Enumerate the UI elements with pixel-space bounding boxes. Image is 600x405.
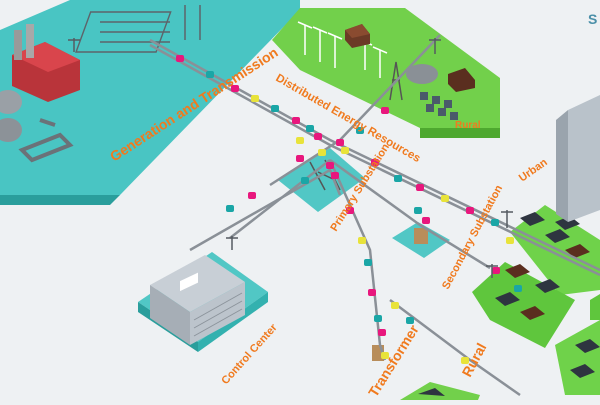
house-icon bbox=[345, 24, 370, 48]
wind-turbines-icon bbox=[297, 21, 388, 78]
control-center-building-icon bbox=[150, 255, 245, 345]
connection-node bbox=[381, 107, 389, 114]
connection-node bbox=[414, 207, 422, 214]
power-line-segment bbox=[389, 299, 521, 397]
connection-node bbox=[301, 177, 309, 184]
rural-top-label: Rural bbox=[455, 120, 481, 131]
connection-node bbox=[461, 357, 469, 364]
refinery-icon bbox=[18, 118, 74, 163]
connection-node bbox=[371, 159, 379, 166]
connection-node bbox=[391, 302, 399, 309]
connection-node bbox=[271, 105, 279, 112]
connection-node bbox=[514, 285, 522, 292]
connection-node bbox=[318, 149, 326, 156]
connection-node bbox=[341, 147, 349, 154]
farmhouse-icon bbox=[448, 68, 475, 92]
connection-node bbox=[251, 95, 259, 102]
connection-node bbox=[374, 315, 382, 322]
connection-node bbox=[314, 133, 322, 140]
connection-node bbox=[206, 71, 214, 78]
connection-node bbox=[358, 237, 366, 244]
connection-node bbox=[292, 117, 300, 124]
connection-node bbox=[356, 127, 364, 134]
power-line-segment bbox=[229, 159, 331, 239]
utility-poles bbox=[68, 38, 513, 278]
connection-node bbox=[394, 175, 402, 182]
connection-node bbox=[226, 205, 234, 212]
corner-fragment-label: S bbox=[588, 11, 597, 27]
connection-node bbox=[368, 289, 376, 296]
barn-icon bbox=[406, 64, 438, 84]
power-plant-icon bbox=[12, 24, 80, 102]
connection-node bbox=[492, 267, 500, 274]
connection-node bbox=[406, 317, 414, 324]
connection-node bbox=[381, 352, 389, 359]
solar-panels-icon bbox=[420, 92, 458, 120]
connection-node bbox=[422, 217, 430, 224]
secondary-substation-pad bbox=[392, 222, 450, 258]
connection-node bbox=[296, 155, 304, 162]
connection-node bbox=[296, 137, 304, 144]
connection-node bbox=[231, 85, 239, 92]
rural-bottom-zone bbox=[400, 382, 480, 400]
power-line-segment bbox=[329, 158, 421, 227]
connection-node bbox=[441, 195, 449, 202]
urban-zone bbox=[472, 95, 600, 395]
connection-node bbox=[336, 139, 344, 146]
urban-houses-icon bbox=[495, 212, 600, 378]
connection-node bbox=[331, 172, 339, 179]
connection-node bbox=[466, 207, 474, 214]
connection-node bbox=[306, 125, 314, 132]
switchyard-icon bbox=[75, 5, 201, 53]
skyscraper-icon bbox=[556, 95, 600, 222]
power-line-segment bbox=[189, 168, 342, 252]
connection-node bbox=[416, 184, 424, 191]
connection-node bbox=[378, 329, 386, 336]
connection-node bbox=[248, 192, 256, 199]
connection-node bbox=[364, 259, 372, 266]
storage-tanks-icon bbox=[0, 90, 22, 142]
connection-node bbox=[176, 55, 184, 62]
der-zone bbox=[272, 8, 500, 138]
connection-nodes bbox=[176, 55, 522, 364]
connection-node bbox=[491, 219, 499, 226]
generation-zone bbox=[0, 0, 300, 205]
power-line-segment bbox=[419, 223, 491, 270]
connection-node bbox=[346, 207, 354, 214]
connection-node bbox=[326, 162, 334, 169]
connection-node bbox=[506, 237, 514, 244]
